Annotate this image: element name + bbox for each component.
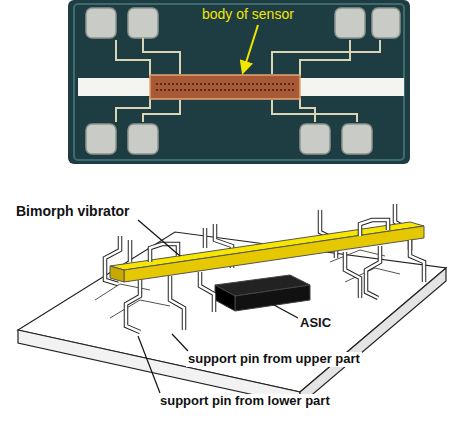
part-label: support pin from upper part	[186, 352, 362, 367]
asic-chip	[215, 275, 310, 311]
part-label: ASIC	[298, 316, 333, 331]
leader-lines	[138, 220, 298, 393]
sensor-photo	[68, 0, 410, 164]
photo-label: body of sensor	[200, 6, 296, 22]
part-label: Bimorph vibrator	[14, 203, 132, 219]
bimorph-vibrator	[110, 222, 424, 282]
part-label: support pin from lower part	[158, 394, 332, 409]
